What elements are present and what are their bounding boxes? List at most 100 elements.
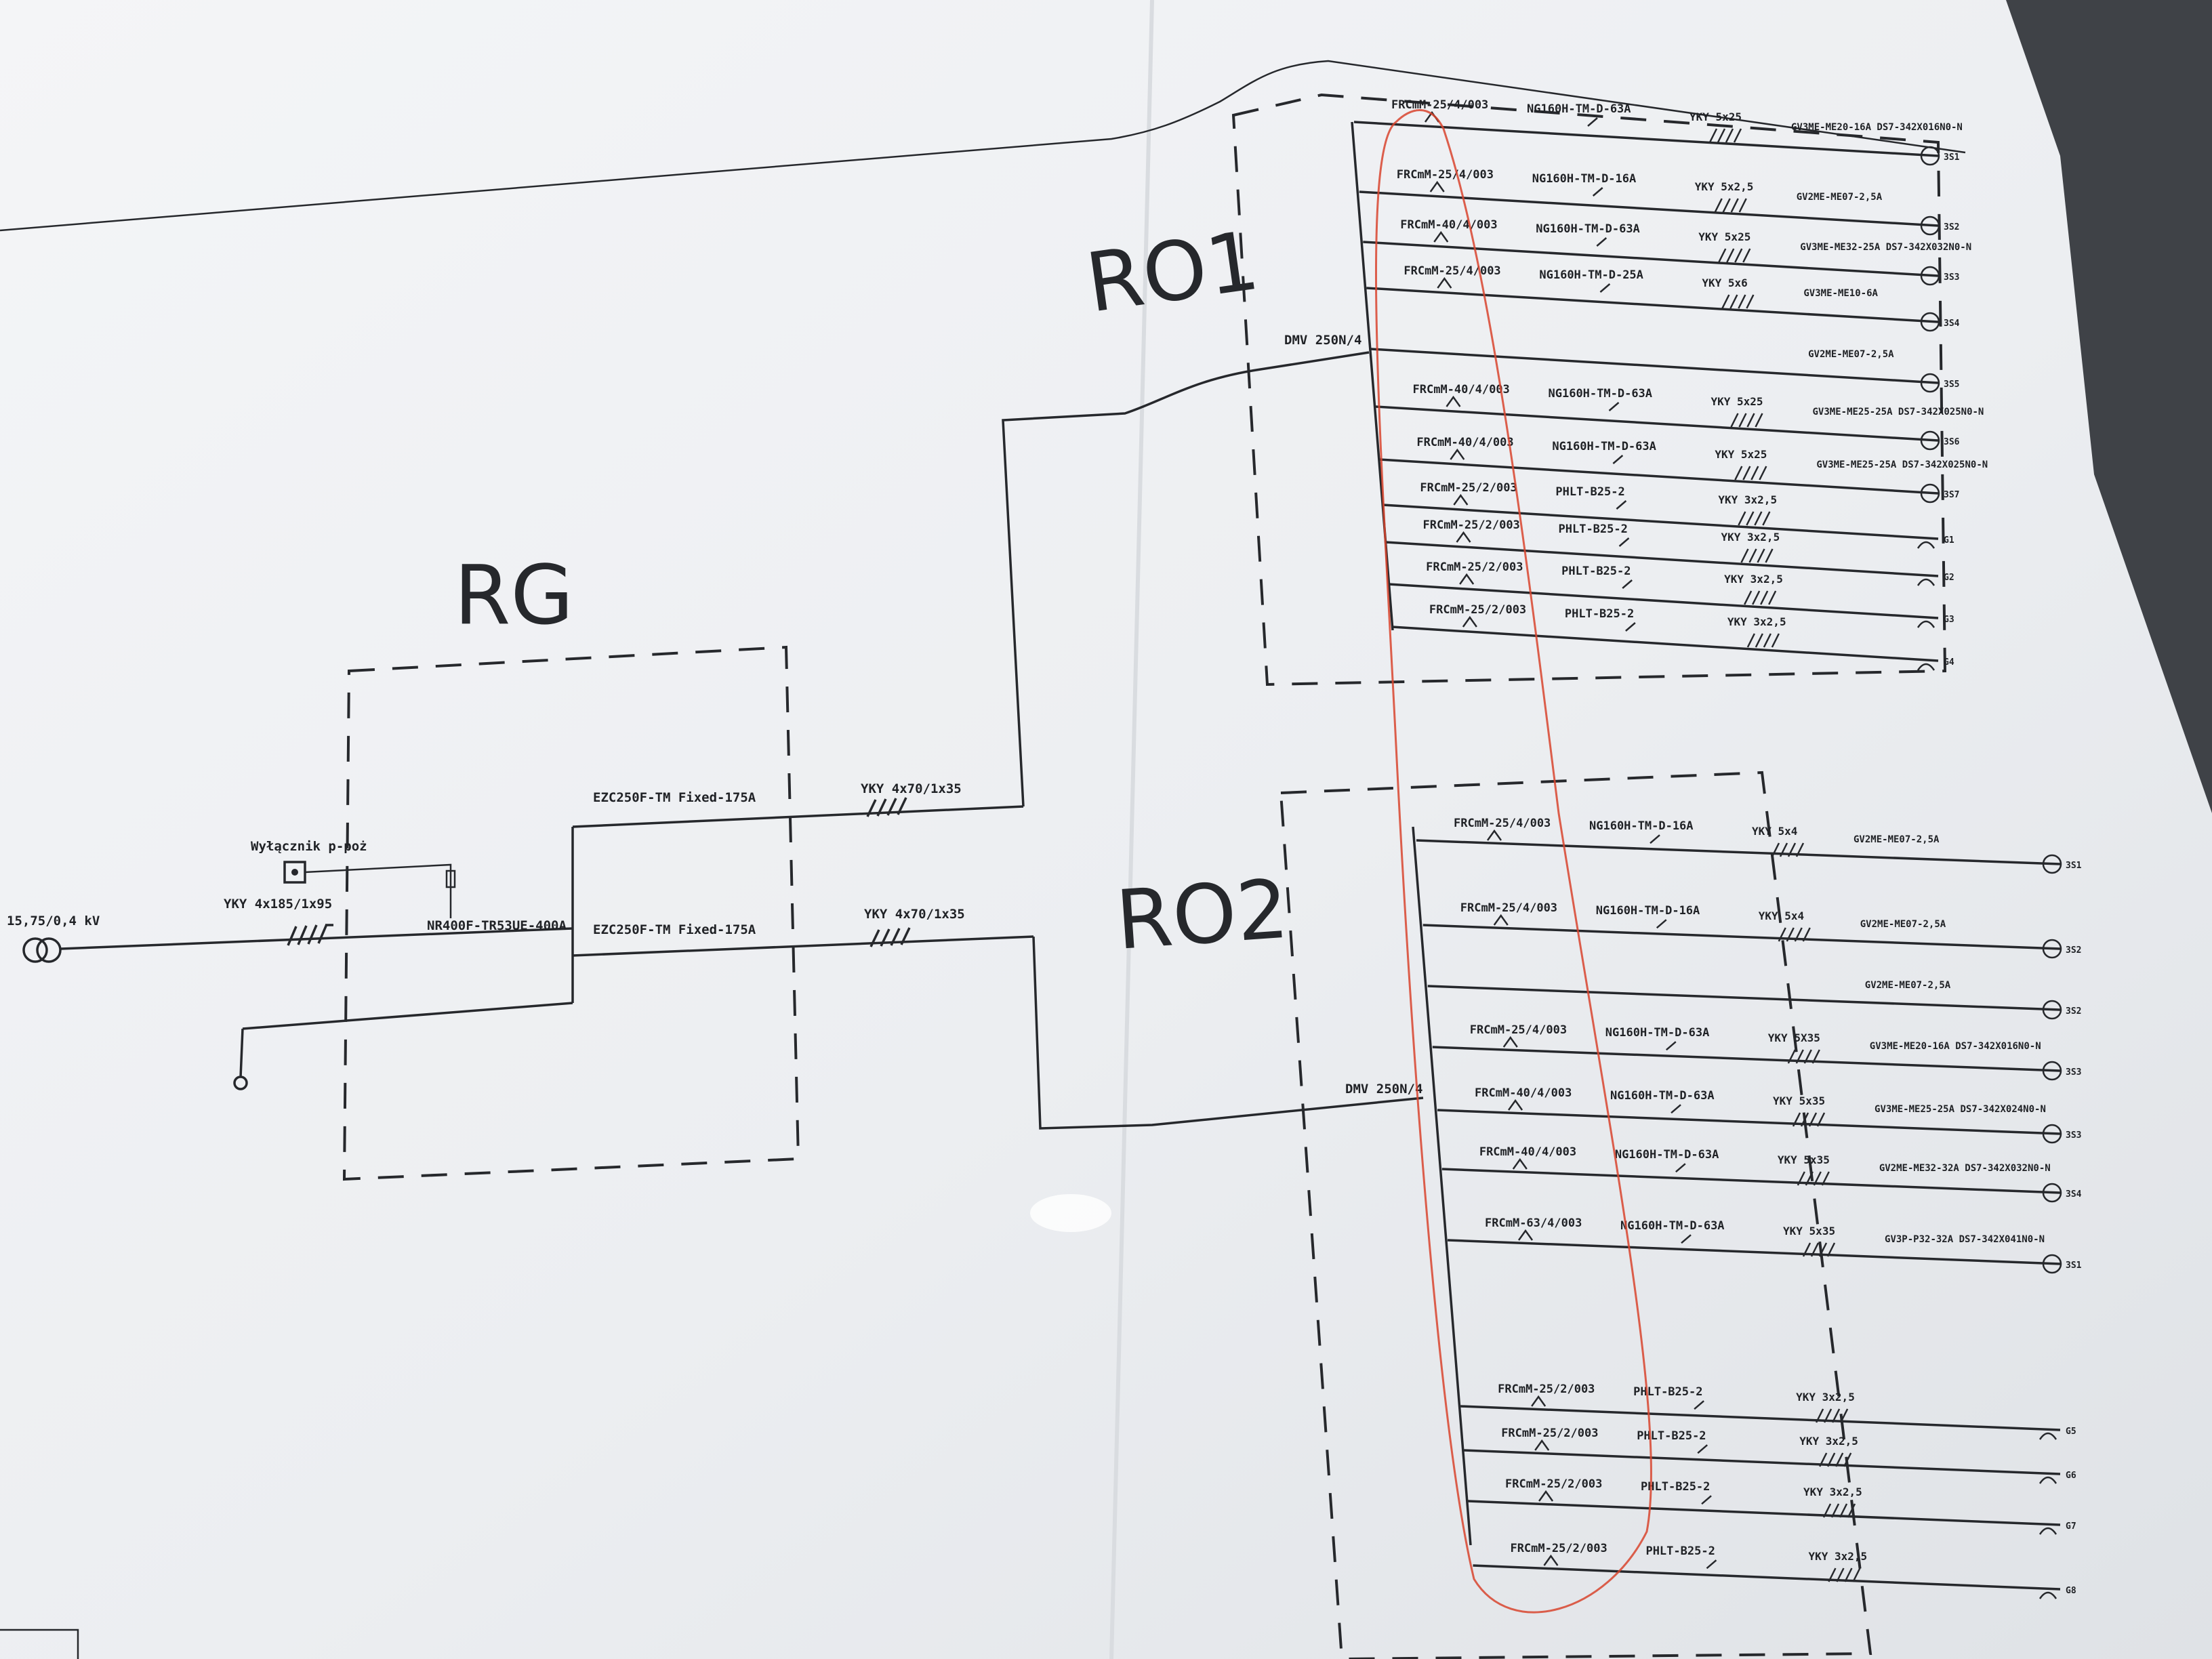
load-label: G8 xyxy=(2066,1586,2076,1596)
ro1-circuit: GV2ME-ME07-2,5A 3S5 xyxy=(1371,348,1959,393)
drawing-frame-top xyxy=(0,60,1966,232)
mcb-label: PHLT-B25-2 xyxy=(1637,1429,1706,1443)
load-label: 3S5 xyxy=(1944,380,1959,390)
mcb-label: PHLT-B25-2 xyxy=(1559,523,1628,536)
motor-icon xyxy=(2042,854,2062,874)
starter-label: GV3ME-ME25-25A DS7-342X025N0-N xyxy=(1816,459,1988,470)
motor-icon xyxy=(2042,939,2062,959)
motor-icon xyxy=(1920,373,1940,393)
breaker-contact-icon xyxy=(1618,537,1630,547)
cable-label: YKY 5x35 xyxy=(1773,1094,1825,1107)
circuit-line xyxy=(1353,121,1939,157)
rcd-label: FRCmM-25/2/003 xyxy=(1429,603,1526,617)
circuit-line xyxy=(1467,1500,2061,1526)
rcd-breaker-icon xyxy=(1508,1099,1523,1111)
breaker-contact-icon xyxy=(1616,500,1627,510)
starter-label: GV2ME-ME07-2,5A xyxy=(1860,919,1946,930)
rcd-label: FRCmM-25/2/003 xyxy=(1501,1427,1598,1440)
socket-icon xyxy=(2039,1527,2057,1535)
circuit-line xyxy=(1371,348,1939,384)
rcd-breaker-icon xyxy=(1543,1554,1559,1566)
starter-label: GV3ME-ME20-16A DS7-342X016N0-N xyxy=(1791,122,1963,133)
cable-label: YKY 5x25 xyxy=(1689,110,1742,123)
title-block-corner xyxy=(0,1629,79,1659)
load-label: 3S2 xyxy=(1944,222,1959,232)
page-fold xyxy=(1109,0,1154,1659)
cable-label: YKY 3x2,5 xyxy=(1796,1391,1855,1404)
load-label: 3S4 xyxy=(2066,1189,2082,1200)
cable-label: YKY 5X35 xyxy=(1768,1031,1820,1044)
circuit-line xyxy=(1441,1168,2061,1194)
fire-switch-label: Wyłącznik p-poż xyxy=(251,839,367,854)
breaker-contact-icon xyxy=(1706,1559,1717,1570)
rcd-breaker-icon xyxy=(1534,1439,1550,1451)
circuit-line xyxy=(1385,541,1939,577)
rcd-breaker-icon xyxy=(1453,493,1469,506)
rcd-label: FRCmM-25/4/003 xyxy=(1404,264,1500,278)
rcd-breaker-icon xyxy=(1531,1395,1547,1407)
load-label: 3S6 xyxy=(1944,437,1960,447)
circuit-line xyxy=(1363,241,1939,277)
socket-icon xyxy=(1917,541,1936,549)
ro1-enclosure xyxy=(1231,93,1947,687)
starter-label: GV2ME-ME07-2,5A xyxy=(1865,980,1951,991)
breaker-contact-icon xyxy=(1675,1163,1686,1173)
mcb-label: NG160H-TM-D-16A xyxy=(1596,904,1700,918)
breaker-contact-icon xyxy=(1592,187,1603,197)
glare xyxy=(1030,1194,1111,1232)
socket-icon xyxy=(2039,1591,2057,1599)
cable-label: YKY 5x25 xyxy=(1711,395,1763,408)
load-label: G3 xyxy=(1944,615,1954,625)
cable-tick-icon xyxy=(287,924,333,946)
feeder-to-ro1 xyxy=(1002,351,1370,807)
breaker-contact-icon xyxy=(1681,1234,1692,1244)
cable-label: YKY 3x2,5 xyxy=(1721,531,1780,544)
rcd-breaker-icon xyxy=(1502,1036,1518,1048)
ro2-busbar xyxy=(1412,826,1472,1546)
circuit-line xyxy=(1359,190,1939,227)
source-label: 15,75/0,4 kV xyxy=(7,914,100,928)
motor-icon xyxy=(2042,1183,2062,1203)
mcb-label: NG160H-TM-D-63A xyxy=(1610,1089,1715,1103)
ro2-main-label: DMV 250N/4 xyxy=(1345,1082,1422,1097)
rcd-label: FRCmM-25/4/003 xyxy=(1454,817,1551,830)
rcd-label: FRCmM-25/4/003 xyxy=(1391,98,1488,112)
ro2-enclosure xyxy=(1279,771,1872,1659)
socket-icon xyxy=(1917,578,1936,586)
rcd-breaker-icon xyxy=(1446,395,1461,407)
motor-icon xyxy=(1920,483,1940,504)
circuit-line xyxy=(1366,287,1939,323)
circuit-line xyxy=(1427,985,2061,1011)
rcd-breaker-icon xyxy=(1518,1229,1534,1241)
starter-label: GV2ME-ME07-2,5A xyxy=(1808,349,1894,360)
mcb-label: PHLT-B25-2 xyxy=(1633,1385,1702,1399)
load-label: G2 xyxy=(1944,573,1954,583)
mcb-label: PHLT-B25-2 xyxy=(1561,565,1631,578)
mcb-label: PHLT-B25-2 xyxy=(1565,607,1634,621)
cable-label: YKY 3x2,5 xyxy=(1724,573,1783,586)
rcd-breaker-icon xyxy=(1462,615,1477,628)
mcb-label: NG160H-TM-D-63A xyxy=(1615,1148,1719,1162)
circuit-line xyxy=(1422,924,2061,950)
cable-label: YKY 5x25 xyxy=(1698,230,1750,243)
ro2-title: RO2 xyxy=(1113,863,1291,968)
rg-breaker-2-label: EZC250F-TM Fixed-175A xyxy=(593,922,756,937)
load-label: G4 xyxy=(1944,657,1954,668)
main-breaker-label: NR400F-TR53UE-400A xyxy=(427,918,567,933)
mcb-label: NG160H-TM-D-63A xyxy=(1527,102,1631,116)
socket-icon xyxy=(1917,620,1936,628)
